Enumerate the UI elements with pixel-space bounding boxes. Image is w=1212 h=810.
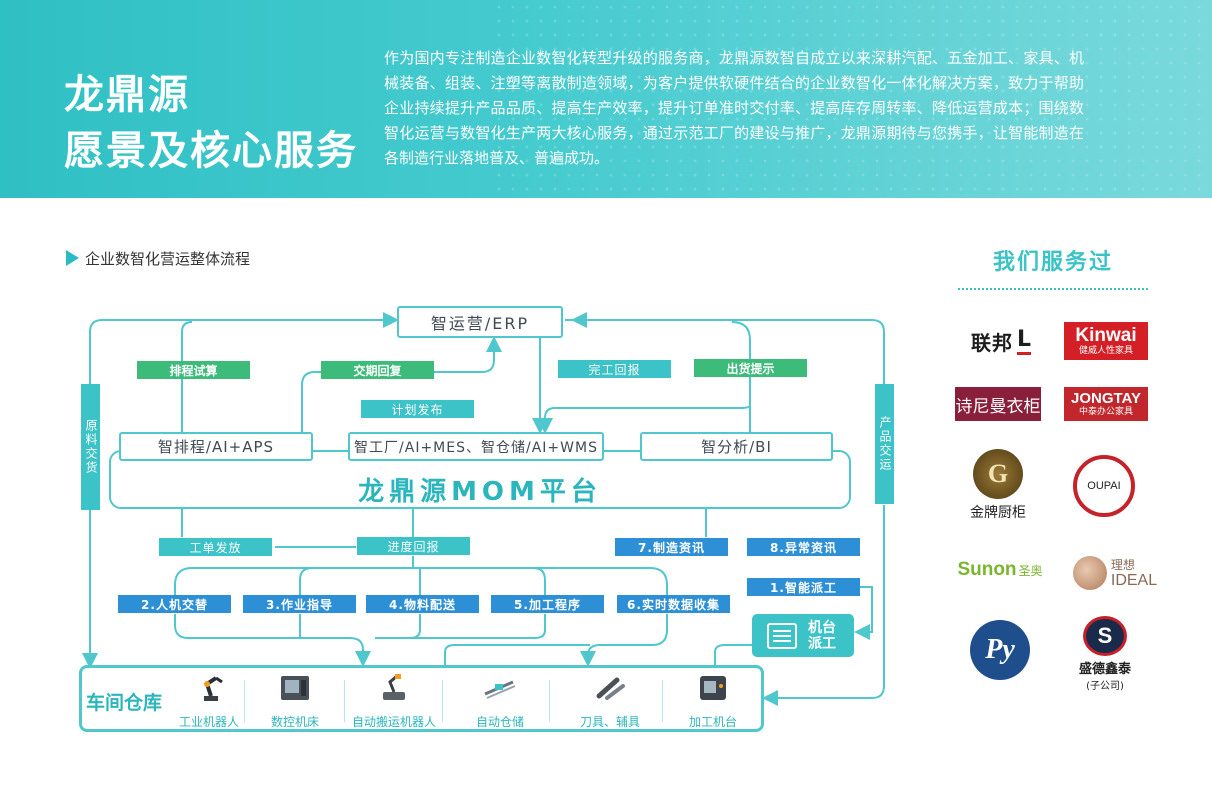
step-machining-program: 5.加工程序 xyxy=(491,595,604,613)
header-banner: 龙鼎源 愿景及核心服务 作为国内专注制造企业数智化转型升级的服务商，龙鼎源数智自… xyxy=(0,0,1212,198)
shengde-emblem-icon: S xyxy=(1083,616,1127,656)
workshop-label: 车间仓库 xyxy=(86,692,163,714)
ws-auto-storage: 自动仓储 xyxy=(450,672,550,730)
ws-item-label: 数控机床 xyxy=(270,715,319,729)
module-bi: 智分析/BI xyxy=(640,432,833,461)
erp-box: 智运营/ERP xyxy=(397,306,563,338)
divider xyxy=(442,680,443,722)
cutting-tool-icon xyxy=(596,677,625,700)
clients-divider xyxy=(958,288,1148,290)
conveyor-icon xyxy=(484,680,516,699)
workshop-warehouse: 车间仓库 工业机器人 数控机床 自动搬运机器人 xyxy=(79,665,764,732)
divider xyxy=(344,680,345,722)
divider xyxy=(662,680,663,722)
ws-item-label: 刀具、辅具 xyxy=(579,715,640,729)
side-raw-material-label: 原料交货 xyxy=(84,419,98,475)
logo-lianbang-text: 联邦 xyxy=(970,330,1013,355)
ws-cnc-machine: 数控机床 xyxy=(245,672,345,730)
machine-dispatch-label: 机台派工 xyxy=(808,619,836,652)
ws-item-label: 自动仓储 xyxy=(475,715,524,729)
logo-sunon-cn: 圣奥 xyxy=(1018,563,1043,578)
ws-machining-station: 加工机台 xyxy=(663,672,763,730)
module-aps: 智排程/AI+APS xyxy=(119,432,313,461)
logo-py: Py xyxy=(970,620,1030,680)
ws-tools: 刀具、辅具 xyxy=(560,672,660,730)
logo-jongtay: JONGTAY 中泰办公家具 xyxy=(1064,387,1148,421)
ws-agv-robot: 自动搬运机器人 xyxy=(344,672,444,730)
section-title: 企业数智化营运整体流程 xyxy=(66,248,250,268)
logo-oupai: OUPAI xyxy=(1069,452,1139,520)
page-title-brand: 龙鼎源 xyxy=(64,72,190,118)
logo-jongtay-text: JONGTAY xyxy=(1070,390,1142,407)
triangle-icon xyxy=(66,250,79,266)
header-pattern xyxy=(492,0,1212,198)
logo-jongtay-sub: 中泰办公家具 xyxy=(1078,407,1133,417)
logo-jinpai: G 金牌厨柜 xyxy=(958,448,1038,522)
step-material-delivery: 4.物料配送 xyxy=(366,595,479,613)
ws-item-label: 加工机台 xyxy=(688,715,737,729)
side-raw-material: 原料交货 xyxy=(81,384,100,510)
logo-shiniman-text: 诗尼曼衣柜 xyxy=(955,396,1041,417)
logo-kinwai-sub: 健威人性家具 xyxy=(1078,345,1133,356)
tag-complete-report: 完工回报 xyxy=(558,360,671,378)
side-product-shipping: 产品交运 xyxy=(875,384,894,504)
logo-sunon-text: Sunon xyxy=(957,559,1017,580)
logo-lianbang-mark: L xyxy=(1016,327,1032,355)
page-title-subtitle: 愿景及核心服务 xyxy=(64,128,358,174)
ws-item-label: 工业机器人 xyxy=(178,715,239,729)
tag-smart-dispatch: 1.智能派工 xyxy=(747,578,860,596)
machining-center-icon xyxy=(700,676,726,700)
agv-robot-icon xyxy=(383,674,405,700)
tag-abnormal-info: 8.异常资讯 xyxy=(747,538,860,556)
intro-paragraph: 作为国内专注制造企业数智化转型升级的服务商，龙鼎源数智自成立以来深耕汽配、五金加… xyxy=(384,49,1084,167)
logo-ideal-text-group: 理想 IDEAL xyxy=(1111,557,1157,589)
tag-manufacturing-info: 7.制造资讯 xyxy=(615,538,728,556)
logo-shengde-text: 盛德鑫泰 xyxy=(1078,662,1131,677)
logo-lianbang: 联邦 L xyxy=(956,322,1046,360)
step-realtime-data: 6.实时数据收集 xyxy=(617,595,730,613)
oupai-circle-icon: OUPAI xyxy=(1073,455,1135,517)
tag-work-order: 工单发放 xyxy=(159,538,272,556)
logo-shiniman: 诗尼曼衣柜 xyxy=(955,387,1041,421)
logo-kinwai-text: Kinwai xyxy=(1075,324,1137,346)
tag-delivery-reply: 交期回复 xyxy=(321,361,434,379)
logo-jinpai-text: 金牌厨柜 xyxy=(970,504,1026,521)
robot-arm-icon xyxy=(204,676,223,701)
ws-item-label: 自动搬运机器人 xyxy=(351,715,436,729)
py-monogram-icon: Py xyxy=(985,634,1015,665)
ws-industrial-robot: 工业机器人 xyxy=(159,672,259,730)
clients-title: 我们服务过 xyxy=(992,250,1113,275)
terminal-icon xyxy=(767,622,797,649)
step-work-guidance: 3.作业指导 xyxy=(243,595,356,613)
logo-sunon: Sunon 圣奥 xyxy=(956,556,1044,584)
ideal-swirl-icon xyxy=(1072,556,1107,590)
tag-schedule-calc: 排程试算 xyxy=(137,361,250,379)
logo-kinwai: Kinwai 健威人性家具 xyxy=(1064,322,1148,360)
machine-dispatch-box: 机台派工 xyxy=(752,614,854,657)
module-mes-wms: 智工厂/AI+MES、智仓储/AI+WMS xyxy=(348,432,604,461)
logo-ideal: 理想 IDEAL xyxy=(1070,553,1160,593)
logo-ideal-cn: 理想 xyxy=(1110,558,1135,572)
divider xyxy=(549,680,550,722)
section-title-text: 企业数智化营运整体流程 xyxy=(85,249,251,268)
tag-progress-report: 进度回报 xyxy=(357,537,470,555)
side-product-shipping-label: 产品交运 xyxy=(878,416,892,472)
divider xyxy=(244,680,245,722)
step-human-machine: 2.人机交替 xyxy=(118,595,231,613)
cnc-machine-icon xyxy=(281,676,309,700)
jinpai-emblem-icon: G xyxy=(973,448,1023,499)
logo-oupai-text: OUPAI xyxy=(1087,480,1121,492)
logo-shengde-sub: (子公司) xyxy=(1086,681,1124,692)
logo-shengde: S 盛德鑫泰 (子公司) xyxy=(1060,616,1150,692)
tag-plan-release: 计划发布 xyxy=(361,400,474,418)
tag-shipping-notice: 出货提示 xyxy=(694,359,807,377)
logo-ideal-text: IDEAL xyxy=(1110,572,1158,589)
